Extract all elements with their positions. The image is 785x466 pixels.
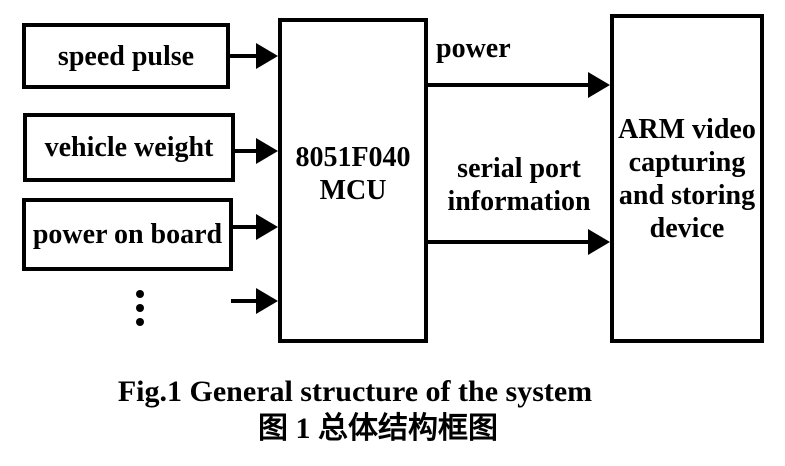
- arm-device-label-line1: ARM video: [618, 113, 756, 145]
- arm-device-label-line3: and storing: [618, 179, 756, 211]
- arrow-line: [231, 299, 258, 303]
- mcu-label-line2: MCU: [319, 174, 387, 206]
- arrowhead-icon: [256, 138, 278, 164]
- arrowhead-icon: [256, 288, 278, 314]
- arrow-line: [428, 83, 592, 87]
- power-label: power: [436, 33, 511, 64]
- ellipsis-dot: [136, 304, 144, 312]
- ellipsis-dot: [136, 290, 144, 298]
- mcu-label-line1: 8051F040: [295, 141, 411, 173]
- arrowhead-icon: [588, 229, 610, 255]
- input-box-speed-pulse: speed pulse: [22, 23, 230, 89]
- arrow-line: [233, 149, 258, 153]
- input-box-power-on-board: power on board: [22, 198, 233, 271]
- figure-caption-chinese: 图 1 总体结构框图: [258, 412, 498, 445]
- input-box-power-on-board-label: power on board: [32, 219, 223, 250]
- mcu-box: 8051F040 MCU: [278, 18, 428, 343]
- arm-device-label-line2: capturing: [628, 146, 746, 178]
- serial-port-label-line1: serial port: [457, 153, 581, 184]
- arrow-line: [428, 240, 592, 244]
- arm-device-label-line4: device: [649, 212, 725, 244]
- serial-port-label: serial port information: [428, 152, 610, 218]
- input-box-vehicle-weight-label: vehicle weight: [44, 132, 214, 163]
- figure-caption-english: Fig.1 General structure of the system: [117, 375, 593, 408]
- arrow-line: [228, 54, 258, 58]
- ellipsis-dot: [136, 318, 144, 326]
- arrowhead-icon: [256, 214, 278, 240]
- arrow-line: [231, 225, 258, 229]
- arrowhead-icon: [256, 43, 278, 69]
- input-box-vehicle-weight: vehicle weight: [23, 113, 235, 182]
- input-box-speed-pulse-label: speed pulse: [57, 40, 195, 72]
- arm-device-box: ARM video capturing and storing device: [610, 14, 764, 343]
- arrowhead-icon: [588, 72, 610, 98]
- serial-port-label-line2: information: [447, 186, 591, 217]
